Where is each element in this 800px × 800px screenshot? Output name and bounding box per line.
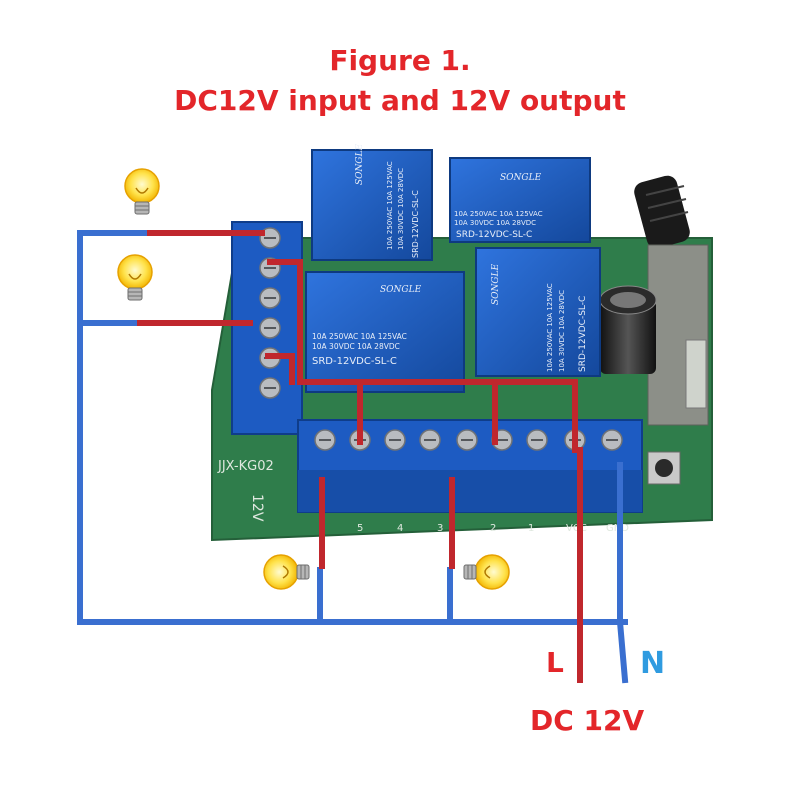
relay-3-model: SRD-12VDC-SL-C [312, 356, 397, 367]
relay-4-rating1: 10A 250VAC 10A 125VAC [546, 283, 554, 372]
terminal-label-3: 3 [437, 523, 443, 534]
relay-1-rating1: 10A 250VAC 10A 125VAC [386, 161, 394, 250]
figure-title-line-2: DC12V input and 12V output [174, 84, 626, 117]
relay-1: SONGLE 10A 250VAC 10A 125VAC 10A 30VDC 1… [311, 143, 433, 261]
antenna-coil [634, 175, 690, 249]
relay-2-rating1: 10A 250VAC 10A 125VAC [454, 210, 543, 218]
board-voltage-label: 12V [249, 494, 265, 522]
bottom-terminal-block [297, 419, 643, 513]
left-terminal-block [231, 221, 303, 435]
relay-4-rating2: 10A 30VDC 10A 28VDC [558, 290, 566, 372]
push-button [647, 451, 681, 485]
relay-2-brand: SONGLE [500, 173, 542, 183]
board-model-label: JJX-KG02 [217, 459, 274, 474]
bulb-4-icon [463, 554, 510, 590]
relay-3-rating1: 10A 250VAC 10A 125VAC [312, 332, 407, 341]
terminal-label-vcc: VCC [566, 523, 587, 534]
terminal-label-1: 1 [528, 523, 534, 534]
n-label: N [640, 646, 666, 681]
terminal-label-4: 4 [397, 523, 403, 534]
figure-title-line-1: Figure 1. [329, 44, 471, 77]
relay-3: SONGLE 10A 250VAC 10A 125VAC 10A 30VDC 1… [305, 271, 465, 393]
relay-1-brand: SONGLE [355, 143, 365, 185]
terminal-label-2: 2 [490, 523, 496, 534]
relay-2: SONGLE 10A 250VAC 10A 125VAC 10A 30VDC 1… [449, 157, 591, 243]
dc-source-label: DC 12V [530, 704, 645, 737]
bulb-1-icon [124, 168, 160, 215]
relay-4-model: SRD-12VDC-SL-C [578, 296, 588, 372]
relay-1-model: SRD-12VDC-SL-C [411, 190, 420, 258]
relay-2-rating2: 10A 30VDC 10A 28VDC [454, 219, 536, 227]
relay-3-brand: SONGLE [380, 285, 422, 295]
relay-4-brand: SONGLE [491, 263, 501, 305]
bulb-2-icon [117, 254, 153, 301]
bulb-3-icon [263, 554, 310, 590]
relay-1-rating2: 10A 30VDC 10A 28VDC [397, 168, 405, 250]
relay-4: SONGLE 10A 250VAC 10A 125VAC 10A 30VDC 1… [475, 247, 601, 377]
capacitor [599, 285, 657, 374]
terminal-label-5: 5 [357, 523, 363, 534]
relay-2-model: SRD-12VDC-SL-C [456, 230, 532, 240]
live-wires [137, 230, 583, 683]
relay-3-rating2: 10A 30VDC 10A 28VDC [312, 342, 400, 351]
l-label: L [546, 646, 564, 679]
